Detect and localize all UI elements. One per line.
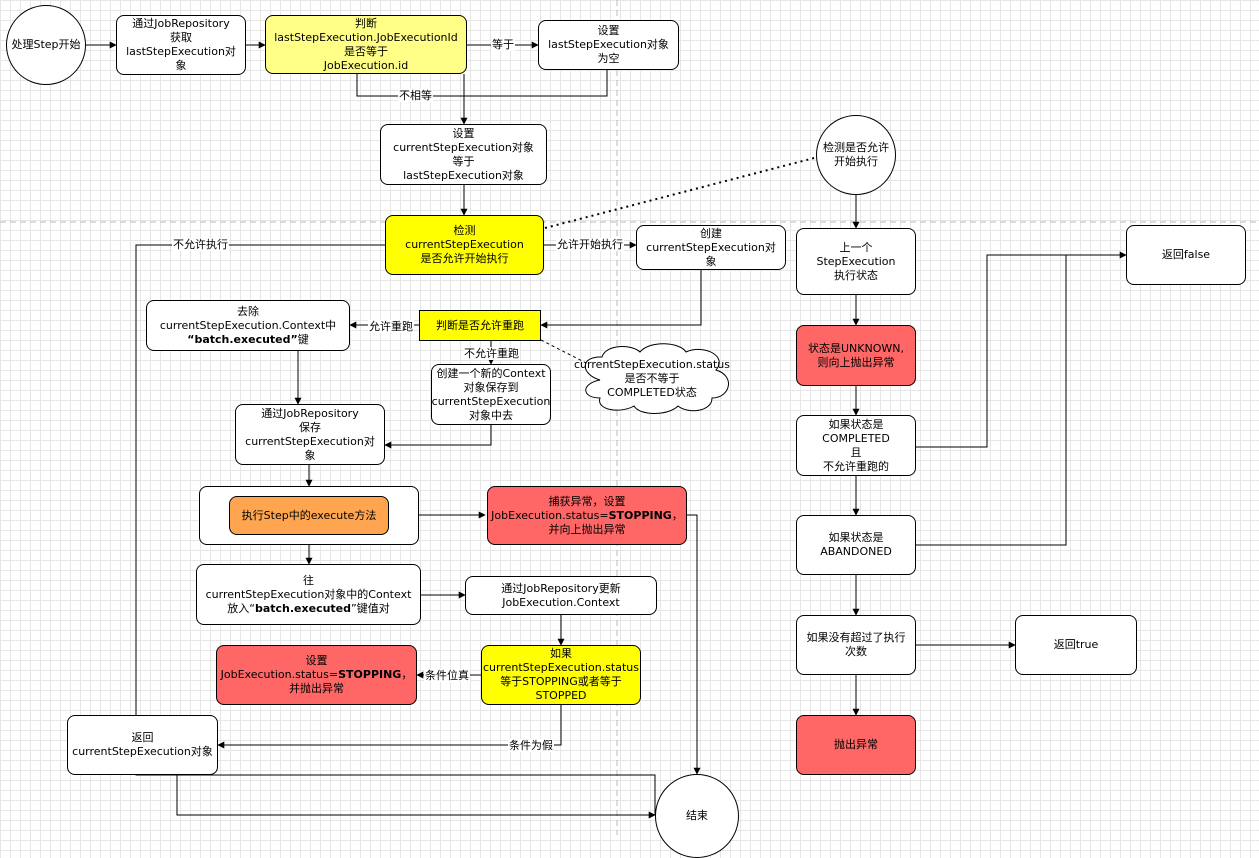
edge-label-cond-true: 条件位真 xyxy=(424,669,470,682)
batch-executed-key: “batch.executed” xyxy=(187,332,298,346)
put-suffix: ”键值对 xyxy=(351,601,390,615)
exceed-count-node[interactable]: 如果没有超过了执行 次数 xyxy=(796,615,916,675)
remove-context-suffix: 键 xyxy=(297,332,309,346)
judge-restart-node[interactable]: 判断是否允许重跑 xyxy=(419,310,541,341)
set-stopping-value: STOPPING xyxy=(338,668,402,681)
prev-status-node[interactable]: 上一个StepExecution 执行状态 xyxy=(796,228,916,295)
catch-line2: JobExecution.status= xyxy=(491,508,609,522)
edge-label-allowed: 允许开始执行 xyxy=(556,238,624,251)
save-current-node[interactable]: 通过JobRepository 保存 currentStepExecution对… xyxy=(235,404,385,465)
set-stopping-line1: 设置 xyxy=(305,654,328,667)
edge-label-allow-restart: 允许重跑 xyxy=(368,320,414,333)
execute-step-node[interactable]: 执行Step中的execute方法 xyxy=(229,496,389,535)
set-stopping-node[interactable]: 设置 JobExecution.status=STOPPING， 并抛出异常 xyxy=(216,645,417,705)
start-node[interactable]: 处理Step开始 xyxy=(6,5,86,85)
catch-line3: 并向上抛出异常 xyxy=(548,522,626,536)
return-current-node[interactable]: 返回 currentStepExecution对象 xyxy=(67,715,218,775)
edge-create-to-save xyxy=(384,425,492,449)
throw-exception-node[interactable]: 抛出异常 xyxy=(796,715,916,775)
judge-job-execution-id-node[interactable]: 判断 lastStepExecution.JobExecutionId 是否等于… xyxy=(265,15,467,74)
end-node[interactable]: 结束 xyxy=(655,774,739,858)
edge-setnull-merge xyxy=(464,70,608,97)
catch-line1: 捕获异常，设置 xyxy=(548,494,626,508)
edge-check-dotted xyxy=(544,156,819,229)
edge-label-not-allow-restart: 不允许重跑 xyxy=(463,347,520,360)
cloud-shape xyxy=(584,343,729,414)
execute-container-node: 执行Step中的execute方法 xyxy=(199,486,419,545)
remove-context-node[interactable]: 去除 currentStepExecution.Context中 “batch.… xyxy=(146,300,350,351)
set-last-null-node[interactable]: 设置 lastStepExecution对象 为空 xyxy=(538,20,679,70)
create-current-node[interactable]: 创建 currentStepExecution对象 xyxy=(636,225,786,270)
check-allowed-circle[interactable]: 检测是否允许 开始执行 xyxy=(816,115,896,195)
set-current-node[interactable]: 设置 currentStepExecution对象 等于 lastStepExe… xyxy=(380,124,547,185)
return-true-node[interactable]: 返回true xyxy=(1015,615,1137,675)
put-key: batch.executed xyxy=(254,601,352,615)
set-stopping-comma: ， xyxy=(401,668,413,681)
put-line1: 往 xyxy=(303,573,314,587)
edge-cond-false xyxy=(217,705,562,749)
unknown-status-node[interactable]: 状态是UNKNOWN, 则向上抛出异常 xyxy=(796,325,916,386)
if-status-node[interactable]: 如果 currentStepExecution.status 等于STOPPIN… xyxy=(481,645,641,705)
put-context-node[interactable]: 往 currentStepExecution对象中的Context 放入“bat… xyxy=(196,564,421,625)
edge-label-cond-false: 条件为假 xyxy=(508,739,554,752)
remove-context-line1: 去除 xyxy=(237,304,259,318)
restart-condition-cloud: currentStepExecution.status 是否不等于 COMPLE… xyxy=(574,358,731,399)
edge-label-not-equal: 不相等 xyxy=(398,89,433,102)
edge-completed-to-false xyxy=(916,251,1127,448)
set-stopping-line2: JobExecution.status= xyxy=(220,668,339,681)
edge-create-to-restart xyxy=(540,270,702,329)
edge-label-not-allowed: 不允许执行 xyxy=(172,238,229,251)
edge-catch-to-end xyxy=(687,514,701,775)
set-stopping-line3: 并抛出异常 xyxy=(289,682,344,695)
check-allowed-node[interactable]: 检测 currentStepExecution 是否允许开始执行 xyxy=(385,215,544,275)
completed-status-node[interactable]: 如果状态是 COMPLETED 且 不允许重跑的 xyxy=(796,415,916,476)
catch-stopping: STOPPING xyxy=(608,508,672,522)
update-context-node[interactable]: 通过JobRepository更新 JobExecution.Context xyxy=(465,576,657,615)
abandoned-status-node[interactable]: 如果状态是 ABANDONED xyxy=(796,515,916,575)
return-false-node[interactable]: 返回false xyxy=(1126,225,1246,285)
catch-exception-node[interactable]: 捕获异常，设置 JobExecution.status=STOPPING， 并向… xyxy=(487,486,687,545)
put-prefix: 放入“ xyxy=(227,601,255,615)
put-line2: currentStepExecution对象中的Context xyxy=(205,587,412,601)
edge-label-equal: 等于 xyxy=(491,38,515,51)
get-last-step-execution-node[interactable]: 通过JobRepository 获取 lastStepExecution对象 xyxy=(116,15,246,75)
edge-abandoned-to-false xyxy=(916,255,1067,546)
catch-comma: ， xyxy=(671,508,683,522)
remove-context-line2: currentStepExecution.Context中 xyxy=(159,318,337,332)
flowchart-connectors xyxy=(0,0,1259,835)
create-new-context-node[interactable]: 创建一个新的Context 对象保存到 currentStepExecution… xyxy=(431,364,551,425)
edge-return-to-end xyxy=(176,775,656,819)
